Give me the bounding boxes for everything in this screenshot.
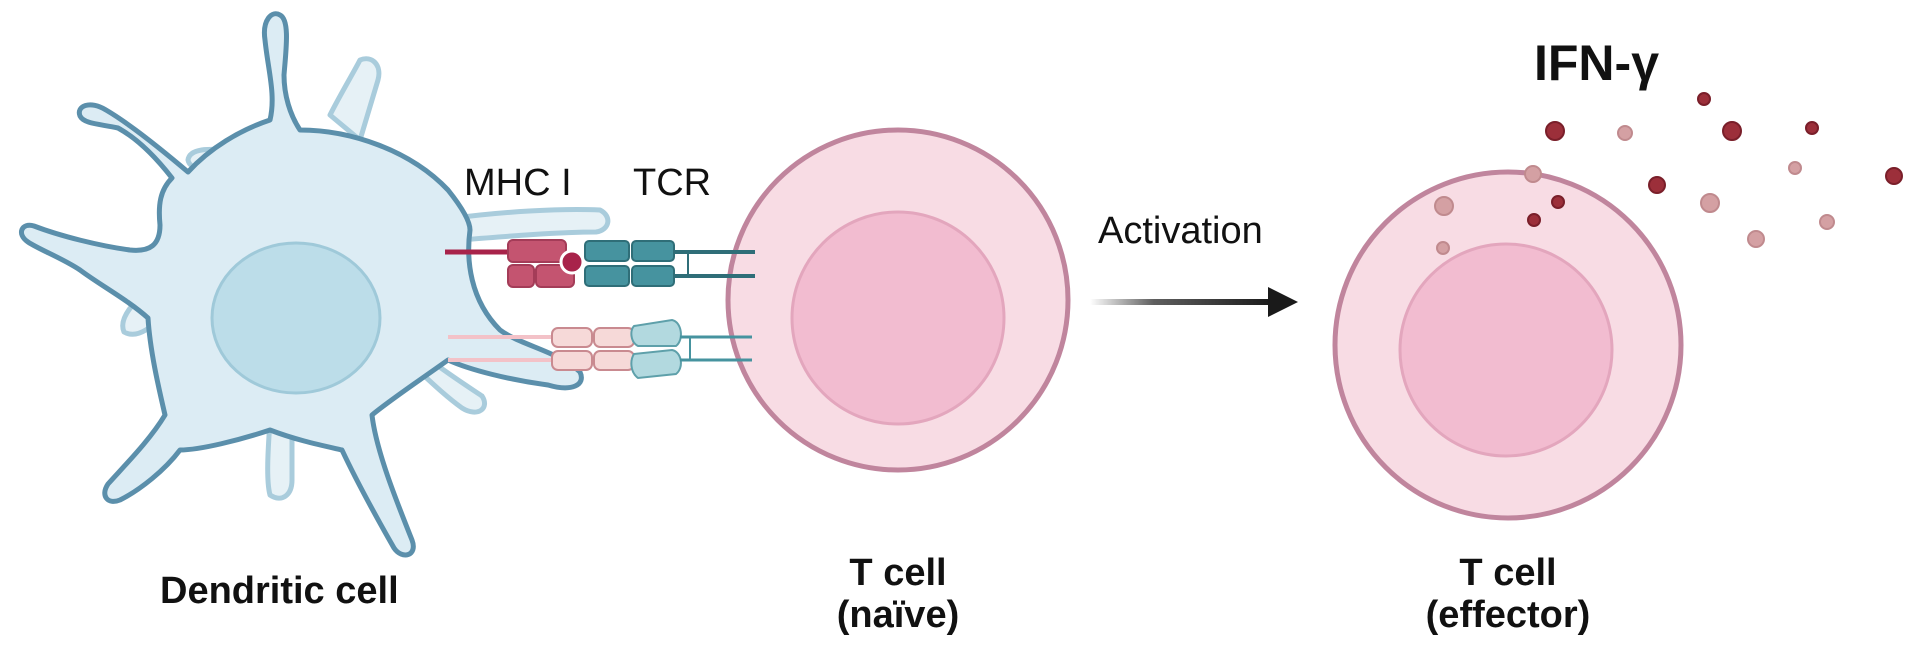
- peptide: [559, 249, 585, 275]
- pale-domain-4: [593, 350, 635, 371]
- mhc-domain-2: [507, 264, 535, 288]
- ifn-gamma-particle: [1700, 193, 1720, 213]
- mhc-tcr-complex: [445, 239, 755, 288]
- effector-tcell-label-line1: T cell: [1459, 552, 1557, 594]
- pale-domain-2: [593, 327, 635, 348]
- ifn-gamma-particle: [1524, 165, 1542, 183]
- tcr-domain-1: [584, 240, 630, 262]
- ifn-gamma-particle: [1545, 121, 1565, 141]
- activation-arrow: [1090, 287, 1298, 317]
- pale-domain-1: [551, 327, 593, 348]
- ifn-gamma-particle: [1722, 121, 1742, 141]
- ifn-gamma-particle: [1551, 195, 1565, 209]
- dendritic-cell-label: Dendritic cell: [160, 570, 399, 612]
- ifn-gamma-particle: [1805, 121, 1819, 135]
- ifn-gamma-particle: [1434, 196, 1454, 216]
- naive-tcell-nucleus: [790, 210, 1006, 426]
- tcr-domain-2: [631, 240, 675, 262]
- ifn-gamma-particle: [1436, 241, 1450, 255]
- pale-teal-domain-1: [630, 318, 682, 347]
- pale-teal-domain-2: [630, 348, 682, 380]
- ifn-gamma-particle: [1527, 213, 1541, 227]
- pale-domain-3: [551, 350, 593, 371]
- naive-tcell-label-line2: (naïve): [836, 594, 960, 636]
- ifn-gamma-particle: [1788, 161, 1802, 175]
- ifn-gamma-particle: [1617, 125, 1633, 141]
- ifn-gamma-particle: [1819, 214, 1835, 230]
- effector-tcell-nucleus: [1398, 242, 1614, 458]
- naive-tcell-label: T cell (naïve): [798, 552, 998, 636]
- dendritic-nucleus: [210, 241, 382, 395]
- activation-label: Activation: [1098, 210, 1263, 252]
- ifn-gamma-particle: [1697, 92, 1711, 106]
- ifn-gamma-label: IFN-γ: [1534, 35, 1659, 91]
- mhc-label: MHC I: [464, 162, 572, 204]
- effector-tcell-label: T cell (effector): [1388, 552, 1628, 636]
- lower-receptor-complex: [448, 318, 752, 380]
- mhc-domain-1: [507, 239, 567, 263]
- ifn-gamma-particles: [1434, 92, 1903, 255]
- tcr-label: TCR: [633, 162, 712, 204]
- effector-tcell-label-line2: (effector): [1425, 594, 1591, 636]
- tcr-domain-3: [584, 265, 630, 287]
- ifn-gamma-particle: [1747, 230, 1765, 248]
- ifn-gamma-particle: [1648, 176, 1666, 194]
- ifn-gamma-particle: [1885, 167, 1903, 185]
- naive-tcell-label-line1: T cell: [849, 552, 947, 594]
- tcr-domain-4: [631, 265, 675, 287]
